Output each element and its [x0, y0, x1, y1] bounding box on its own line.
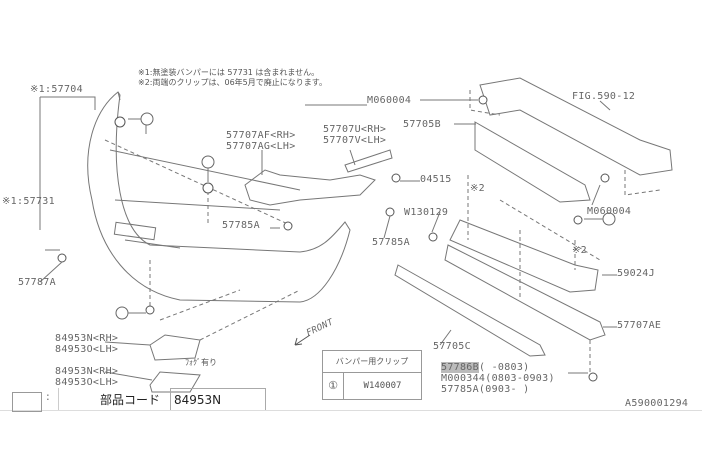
selector-checkbox[interactable] [12, 392, 42, 412]
part-84953N-b[interactable]: 84953N<RH> [55, 366, 119, 377]
front-bumper-shape [87, 91, 351, 303]
part-04515[interactable]: 04515 [420, 174, 452, 185]
fog-cover-shape-2 [149, 371, 201, 393]
part-M000344[interactable]: M000344(0803-0903) [441, 373, 555, 384]
note-1: ※1:無塗装バンパーには 57731 は含まれません。 [138, 68, 320, 77]
lower-grille-shape [444, 244, 606, 341]
clip-table-row: ① W140007 [323, 373, 421, 399]
part-57704[interactable]: ※1:57704 [30, 84, 83, 95]
beam-shape [449, 219, 599, 293]
front-arrow-icon [294, 334, 311, 346]
part-57707AG[interactable]: 57707AG<LH> [226, 141, 296, 152]
parts-diagram: ※1:無塗装バンパーには 57731 は含まれません。 ※2:両端のクリップは、… [2, 68, 689, 409]
part-57731[interactable]: ※1:57731 [2, 196, 55, 207]
bracket-af-shape [244, 169, 376, 206]
part-84953O-a[interactable]: 84953O<LH> [55, 344, 119, 355]
part-57786B-range: ( -0803) [478, 362, 530, 373]
note-2: ※2:両端のクリップは、06年5月で廃止になります。 [138, 78, 327, 87]
note-mark-2b: ※2 [572, 245, 587, 256]
part-57785A-a[interactable]: 57785A [222, 220, 260, 231]
parts-drawing [39, 77, 673, 393]
part-57707AE[interactable]: 57707AE [617, 320, 662, 331]
part-M060004-b[interactable]: M060004 [587, 206, 632, 217]
part-57707V[interactable]: 57707V<LH> [323, 135, 387, 146]
bracket-u-shape [344, 149, 393, 173]
clip-table-header: バンパー用クリップ [323, 351, 421, 373]
clip-key: ① [323, 373, 344, 399]
part-59024J[interactable]: 59024J [617, 268, 655, 279]
lower-strip-shape [394, 264, 546, 357]
part-W130129[interactable]: W130129 [404, 207, 449, 218]
selector-wrap: : [4, 388, 59, 412]
part-code-bar: : 部品コード 84953N [0, 388, 702, 412]
part-57705C[interactable]: 57705C [433, 341, 471, 352]
absorber-shape [474, 121, 591, 203]
part-57785A-c[interactable]: 57785A(0903- ) [441, 384, 530, 395]
part-M060004-a[interactable]: M060004 [367, 95, 412, 106]
part-57787A[interactable]: 57787A [18, 277, 56, 288]
part-57707U[interactable]: 57707U<RH> [323, 124, 387, 135]
note-mark-2a: ※2 [470, 183, 485, 194]
fog-cover-shape-1 [149, 334, 201, 361]
part-57786B-row: 57786B( -0803) [441, 362, 530, 373]
selector-colon: : [46, 390, 50, 403]
fog-note: ﾌｫｸﾞ有り [185, 358, 217, 367]
reinforcement-shape [479, 77, 673, 176]
part-code-label: 部品コード [100, 393, 161, 407]
diagram-id: A590001294 [625, 398, 689, 409]
clip-table: バンパー用クリップ ① W140007 [322, 350, 422, 400]
part-84953O-b[interactable]: 84953O<LH> [55, 377, 119, 388]
part-code-value[interactable]: 84953N [170, 388, 266, 410]
part-57786B[interactable]: 57786B [441, 362, 479, 373]
part-57705B[interactable]: 57705B [403, 119, 441, 130]
fig-ref[interactable]: FIG.590-12 [572, 91, 636, 102]
part-84953N-a[interactable]: 84953N<RH> [55, 333, 119, 344]
part-57785A-b[interactable]: 57785A [372, 237, 410, 248]
clip-part[interactable]: W140007 [363, 381, 402, 391]
part-57707AF[interactable]: 57707AF<RH> [226, 130, 296, 141]
